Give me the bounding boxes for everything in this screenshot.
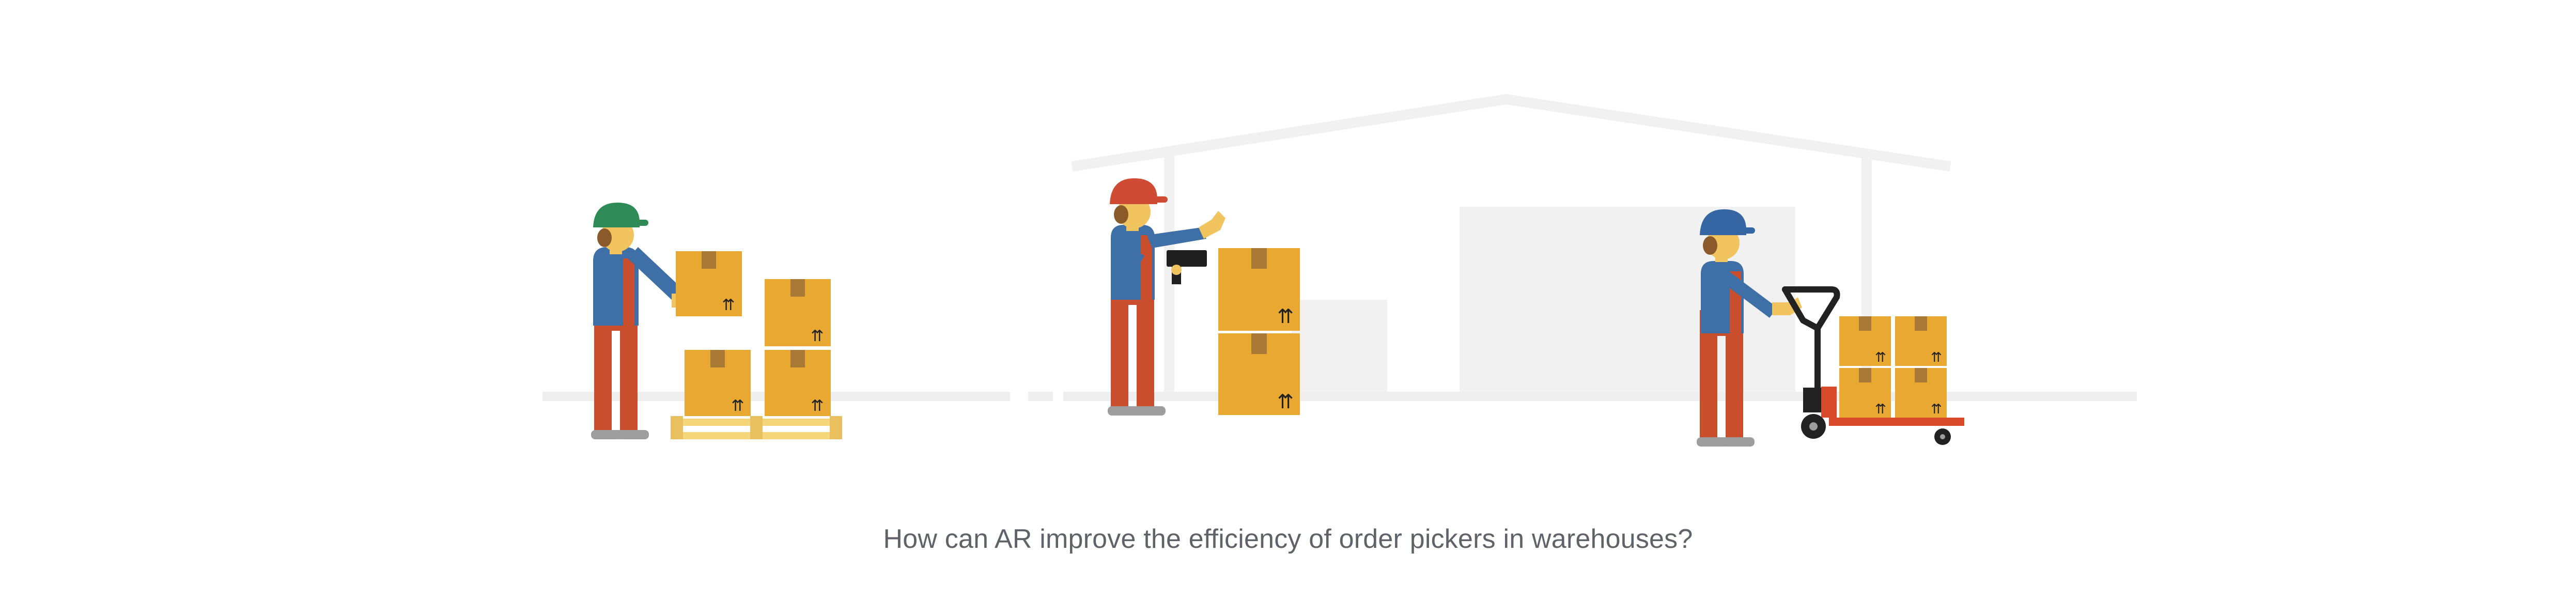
jack-box-top-left: ⇈ bbox=[1839, 316, 1891, 366]
box-stack-top: ⇈ bbox=[765, 279, 831, 346]
svg-text:⇈: ⇈ bbox=[1277, 390, 1294, 413]
box-carried: ⇈ bbox=[676, 251, 742, 316]
jack-box-bottom-right: ⇈ bbox=[1895, 368, 1947, 418]
svg-text:⇈: ⇈ bbox=[1277, 305, 1294, 328]
svg-text:⇈: ⇈ bbox=[811, 397, 824, 415]
warehouse-door bbox=[1460, 207, 1795, 398]
box-center-top: ⇈ bbox=[1218, 248, 1300, 331]
svg-text:⇈: ⇈ bbox=[1931, 402, 1942, 417]
jack-box-top-right: ⇈ bbox=[1895, 316, 1947, 366]
jack-box-stack: ⇈ ⇈ ⇈ ⇈ bbox=[1839, 316, 1947, 418]
barcode-scanner bbox=[1167, 250, 1207, 284]
svg-text:⇈: ⇈ bbox=[1875, 402, 1886, 417]
jack-box-bottom-left: ⇈ bbox=[1839, 368, 1891, 418]
warehouse-left-pillar bbox=[1164, 155, 1174, 398]
box-stack-bottom-left: ⇈ bbox=[685, 350, 751, 416]
warehouse-building bbox=[1071, 94, 1951, 398]
svg-text:⇈: ⇈ bbox=[811, 327, 824, 345]
warehouse-small-block bbox=[1292, 300, 1387, 398]
worker-red-helmet bbox=[1108, 178, 1225, 416]
worker-green-helmet bbox=[591, 203, 703, 439]
caption-text: How can AR improve the efficiency of ord… bbox=[883, 524, 1693, 554]
box-stack-bottom-right: ⇈ bbox=[765, 350, 831, 416]
box-center-bottom: ⇈ bbox=[1218, 333, 1300, 415]
box-stack-center: ⇈ ⇈ bbox=[1218, 248, 1300, 415]
pallet-with-boxes: ⇈ ⇈ ⇈ ⇈ bbox=[671, 251, 842, 439]
warehouse-roof bbox=[1071, 94, 1951, 172]
svg-text:⇈: ⇈ bbox=[722, 296, 735, 314]
svg-text:⇈: ⇈ bbox=[1931, 350, 1942, 365]
pallet-jack bbox=[1782, 286, 1964, 445]
svg-text:⇈: ⇈ bbox=[731, 397, 744, 415]
svg-text:⇈: ⇈ bbox=[1875, 350, 1886, 365]
worker-blue-helmet bbox=[1697, 209, 1802, 447]
